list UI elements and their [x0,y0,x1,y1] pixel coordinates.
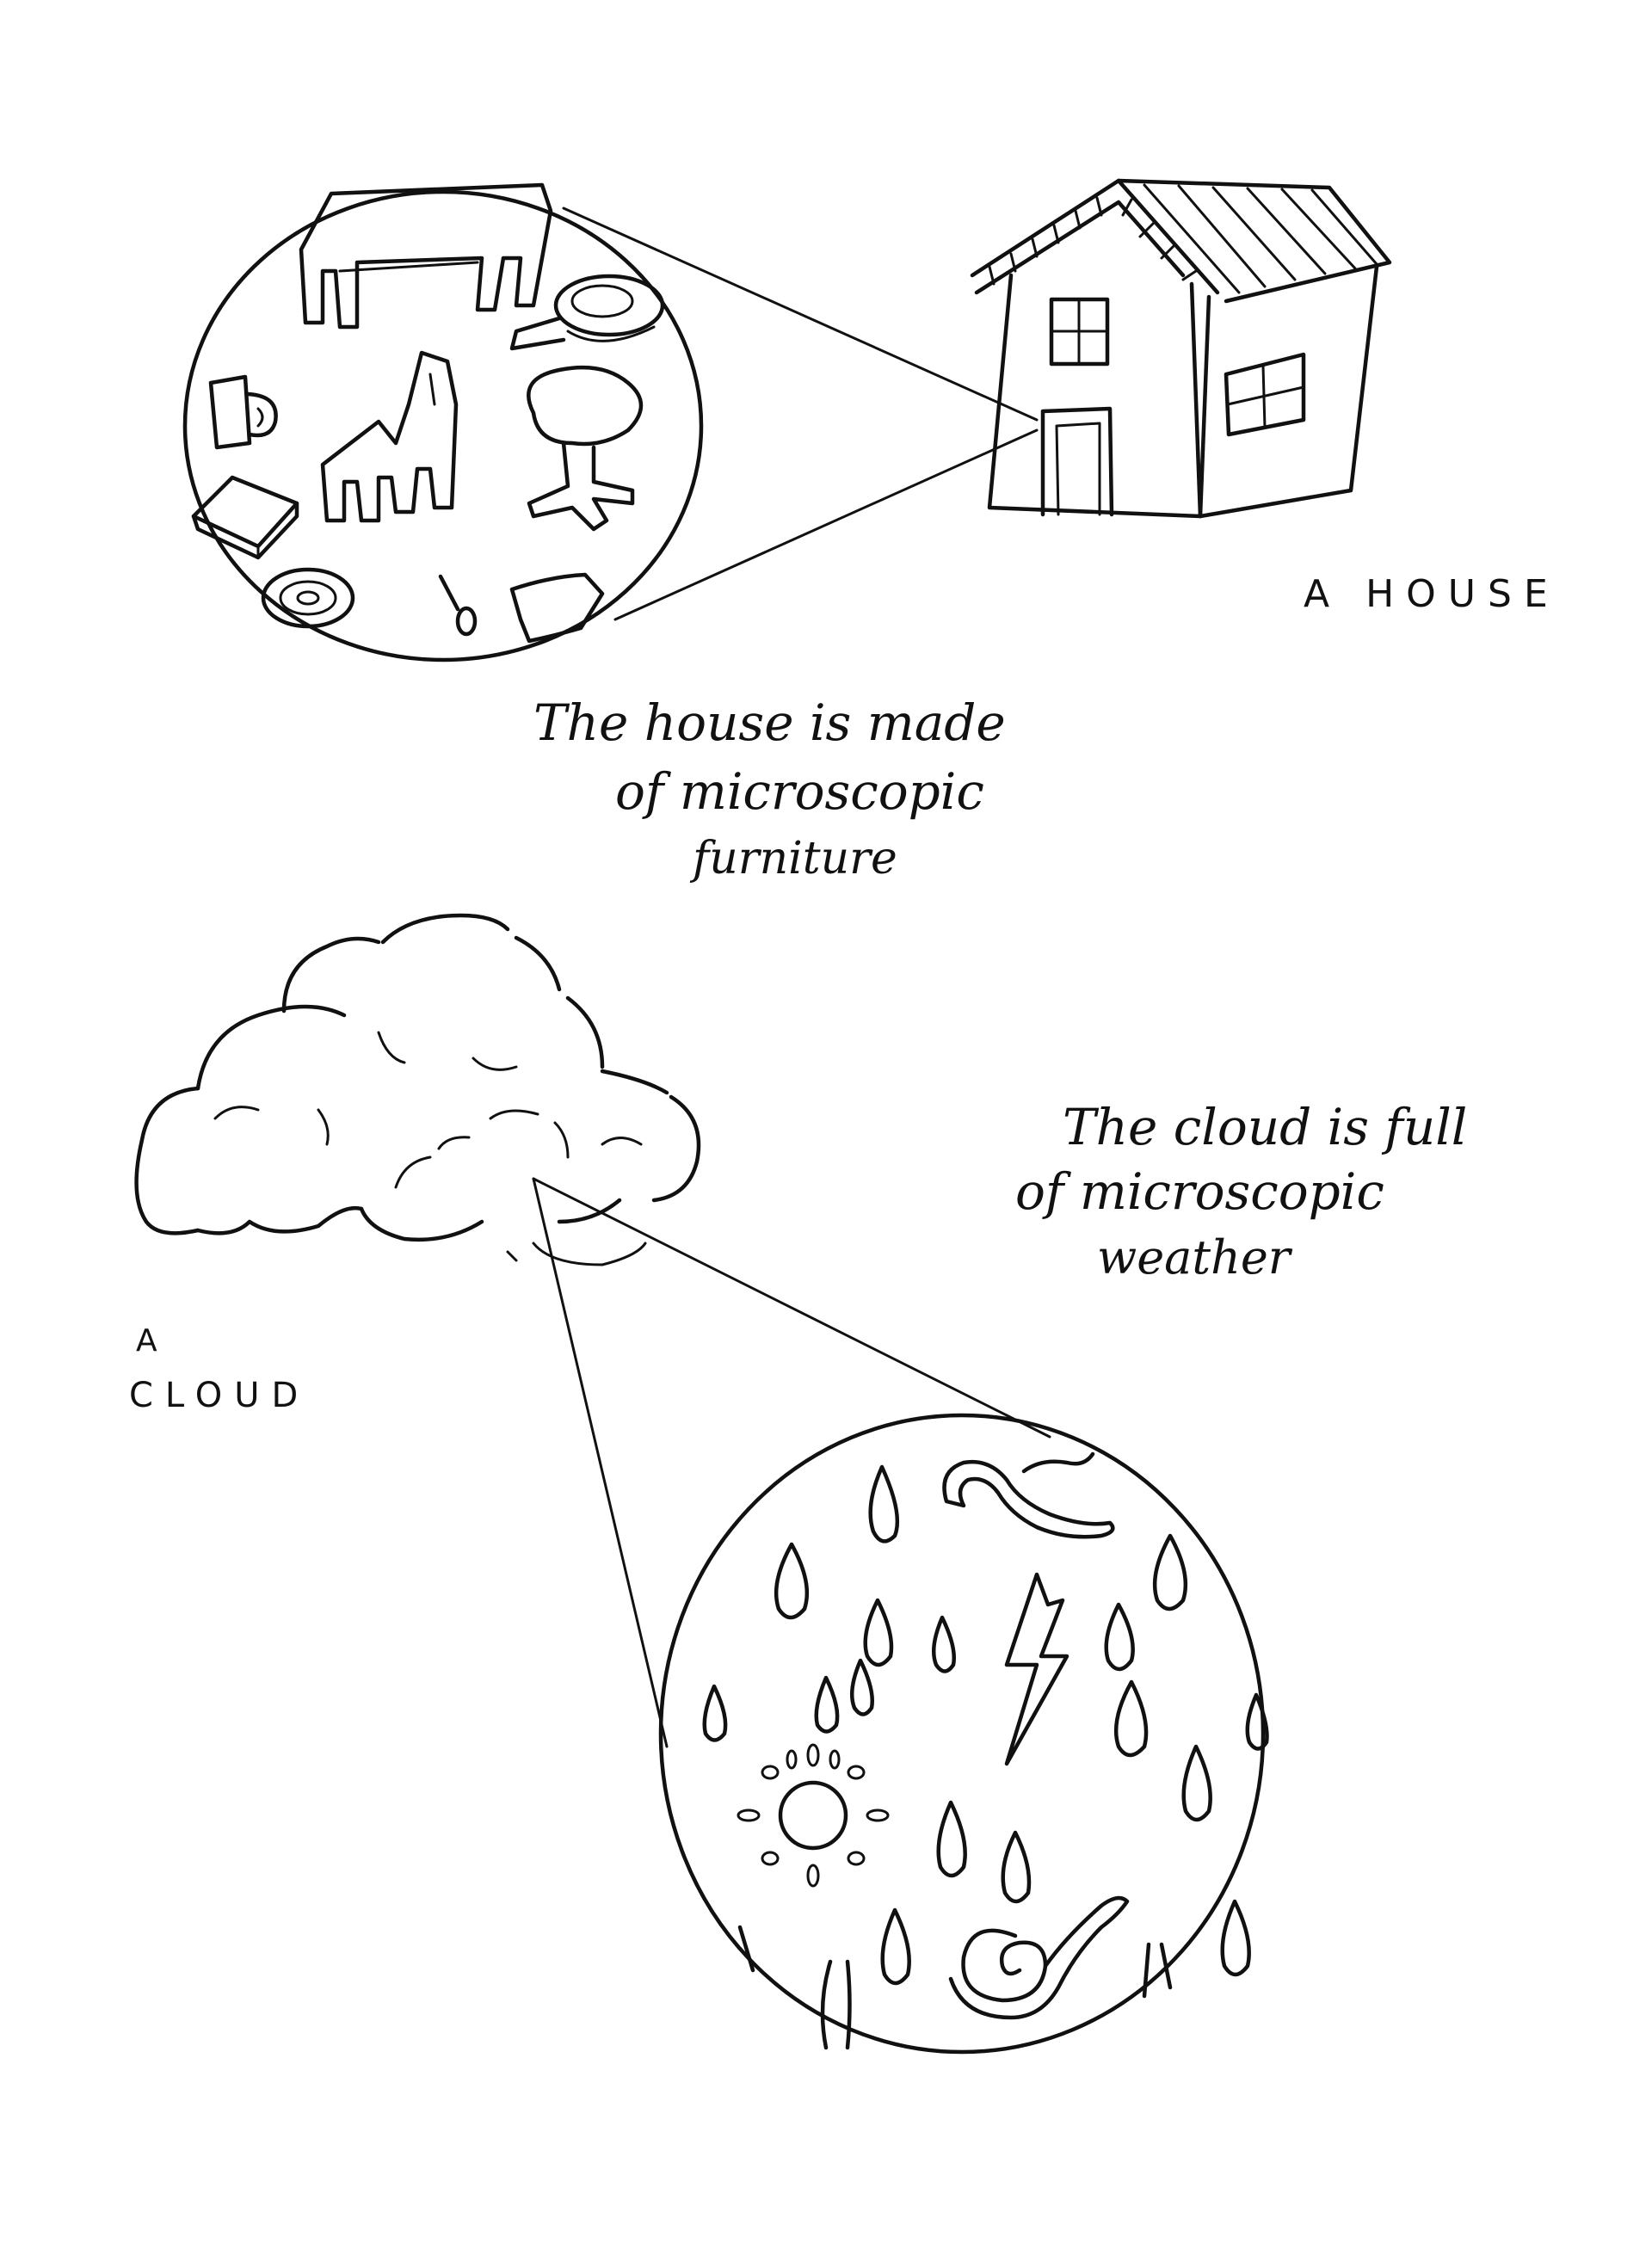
cloud-caption-line-3: weather [1097,1230,1293,1285]
sun-icon [737,1743,890,1888]
house-door [1040,406,1114,517]
cloud-drawing [134,913,701,1266]
furniture-magnifier [182,182,1039,662]
magnifier-circle [182,189,704,662]
front-wall [987,273,1203,519]
chair-icon [320,350,459,523]
cloud-label-line-1: A [136,1323,170,1359]
house-section: A HOUSE The house is made of microscopic… [182,178,1560,884]
side-roof [1116,178,1392,304]
cushion-icon [509,572,605,644]
side-window [1224,352,1306,437]
side-roof-hatching [1143,183,1378,294]
cloud-caption: The cloud is full of microscopic weather [1015,1098,1467,1285]
cloud-section: A CLOUD The cloud is full of microscopic… [129,913,1467,2055]
spiral-wind-icon [948,1895,1130,2020]
spoon-icon [438,574,478,637]
cloud-zoom-line-right [532,1177,1051,1439]
zoom-line-lower [613,428,1039,621]
roof-eaves [988,196,1198,286]
house-caption: The house is made of microscopic furnitu… [533,693,1006,884]
book-icon [191,475,299,560]
wind-swirl-icon [942,1451,1115,1539]
house-caption-line-2: of microscopic [615,762,984,821]
house-caption-line-1: The house is made [533,693,1006,752]
house-drawing [970,178,1392,519]
frying-pan-icon [509,274,665,351]
cloud-caption-line-1: The cloud is full [1063,1098,1467,1156]
cloud-zoom-line-left [532,1177,669,1748]
table-icon [299,182,553,330]
plate-icon [261,567,355,629]
zoom-line-upper [562,206,1039,422]
weather-magnifier [658,1413,1269,2055]
side-wall [1198,264,1379,519]
cloud-caption-line-2: of microscopic [1015,1162,1384,1221]
tree-icon [527,365,644,532]
cloud-label-line-2: CLOUD [129,1376,310,1415]
weather-circle [658,1413,1266,2055]
lightning-bolt-icon [1004,1572,1069,1766]
raindrop-icons [702,1464,1269,2050]
house-caption-line-3: furniture [689,833,897,884]
front-window [1049,297,1110,367]
mug-icon [208,374,278,450]
house-label: A HOUSE [1304,572,1560,616]
